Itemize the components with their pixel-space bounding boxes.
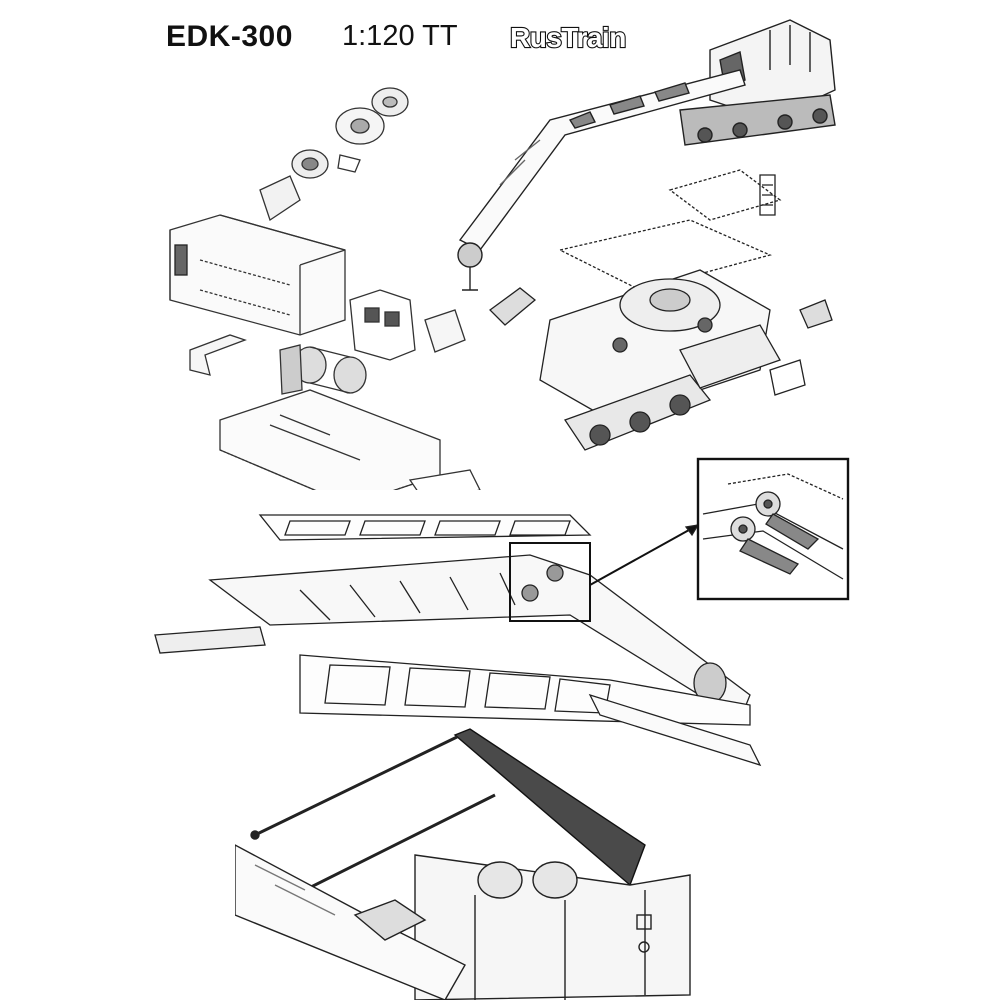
assembled-crane-figure — [457, 19, 836, 291]
header: EDK-300 1:120 TT RusTrain — [0, 14, 680, 64]
house-base-frame — [219, 389, 481, 490]
coupler-right — [799, 299, 833, 329]
bolster-plate — [558, 219, 772, 291]
bogie-truck — [563, 324, 781, 451]
boom-top-panel — [258, 514, 592, 541]
exploded-crane-house-figure — [169, 87, 481, 490]
boom-assembly-figure — [154, 457, 850, 767]
coupler-left — [489, 287, 537, 326]
crane-body — [709, 19, 836, 121]
closeup-crane-figure — [235, 728, 691, 1000]
exploded-undercarriage-figure — [489, 169, 833, 451]
brand-logo: RusTrain — [508, 16, 628, 61]
boom-stay-lower — [304, 793, 496, 892]
boom-bottom-panel — [299, 654, 751, 726]
brand-logo-text: RusTrain — [510, 22, 626, 53]
model-scale: 1:120 TT — [342, 20, 458, 52]
crane-house — [169, 214, 346, 336]
crane-cab — [349, 289, 466, 361]
deck-plate — [668, 169, 782, 221]
detail-inset — [696, 457, 850, 601]
model-title: EDK-300 — [166, 20, 293, 53]
pulley-parts — [259, 87, 409, 222]
roof-panel — [453, 728, 646, 887]
winch-assembly — [189, 334, 367, 395]
detail-highlight-box — [509, 542, 591, 622]
boom-stay-upper — [254, 735, 458, 837]
boom-jib-rod — [154, 626, 266, 654]
crane-bogie — [679, 94, 836, 146]
